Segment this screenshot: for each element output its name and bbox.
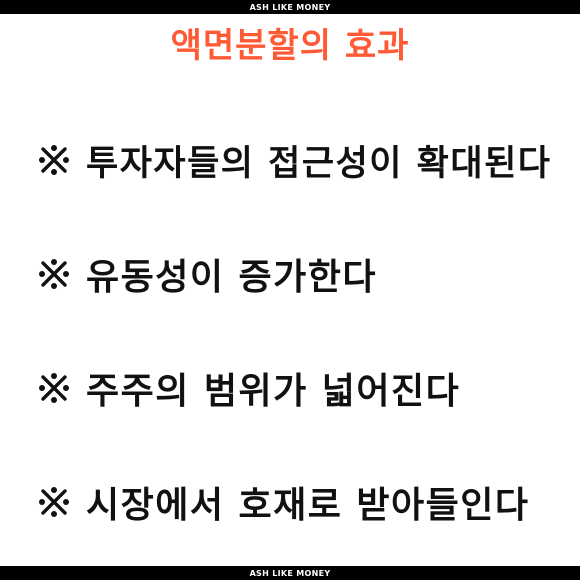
page-title: 액면분할의 효과 bbox=[170, 25, 410, 66]
top-brand-label: ASH LIKE MONEY bbox=[249, 2, 331, 12]
bottom-brand-label: ASH LIKE MONEY bbox=[249, 568, 331, 578]
list-item-text: 투자자들의 접근성이 확대된다 bbox=[86, 143, 552, 184]
list-item-text: 시장에서 호재로 받아들인다 bbox=[86, 485, 530, 526]
list-item: 주주의 범위가 넓어진다 bbox=[36, 364, 566, 412]
top-brand-bar: ASH LIKE MONEY bbox=[0, 0, 580, 14]
list-item: 시장에서 호재로 받아들인다 bbox=[36, 478, 566, 526]
bottom-brand-bar: ASH LIKE MONEY bbox=[0, 566, 580, 580]
list-item-text: 주주의 범위가 넓어진다 bbox=[86, 371, 461, 412]
list-item-text: 유동성이 증가한다 bbox=[86, 257, 377, 298]
reference-mark-icon bbox=[36, 484, 72, 520]
reference-mark-icon bbox=[36, 256, 72, 292]
list-item: 투자자들의 접근성이 확대된다 bbox=[36, 136, 566, 184]
reference-mark-icon bbox=[36, 370, 72, 406]
reference-mark-icon bbox=[36, 142, 72, 178]
effects-list: 투자자들의 접근성이 확대된다 유동성이 증가한다 bbox=[36, 0, 566, 580]
list-item: 유동성이 증가한다 bbox=[36, 250, 566, 298]
